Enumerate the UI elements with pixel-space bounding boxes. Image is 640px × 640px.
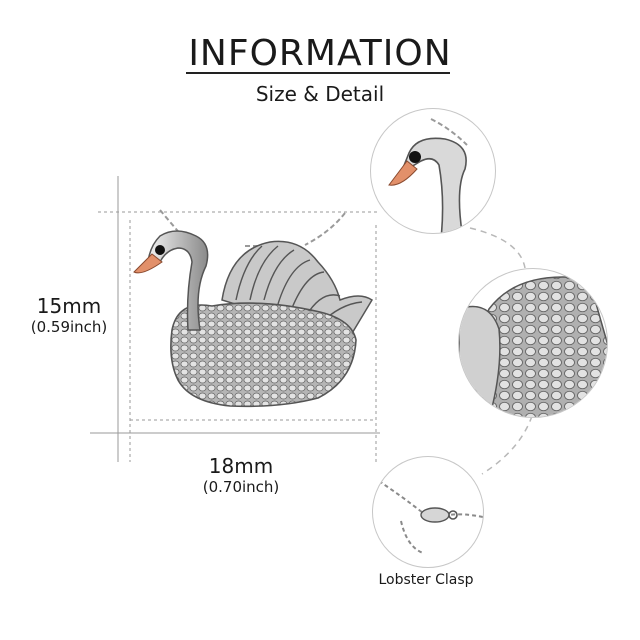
width-mm: 18mm — [208, 454, 274, 478]
clasp-label: Lobster Clasp — [378, 572, 474, 588]
height-mm: 15mm — [36, 294, 102, 318]
head-closeup — [388, 118, 468, 233]
dimension-guides — [90, 176, 380, 462]
detail-scales-circle — [458, 268, 608, 418]
height-dimension: 15mm (0.59inch) — [14, 294, 124, 336]
width-dimension: 18mm (0.70inch) — [176, 454, 306, 496]
height-inch: (0.59inch) — [30, 318, 108, 336]
page-subtitle: Size & Detail — [255, 82, 385, 106]
detail-connectors — [469, 227, 533, 475]
title-underline — [186, 72, 450, 74]
clasp-closeup — [373, 476, 483, 554]
detail-head-circle — [370, 108, 496, 234]
page-title: INFORMATION — [188, 33, 452, 74]
detail-clasp-circle — [372, 456, 484, 568]
swan-pendant — [133, 230, 374, 408]
scales-closeup — [459, 276, 607, 417]
width-inch: (0.70inch) — [202, 478, 280, 496]
